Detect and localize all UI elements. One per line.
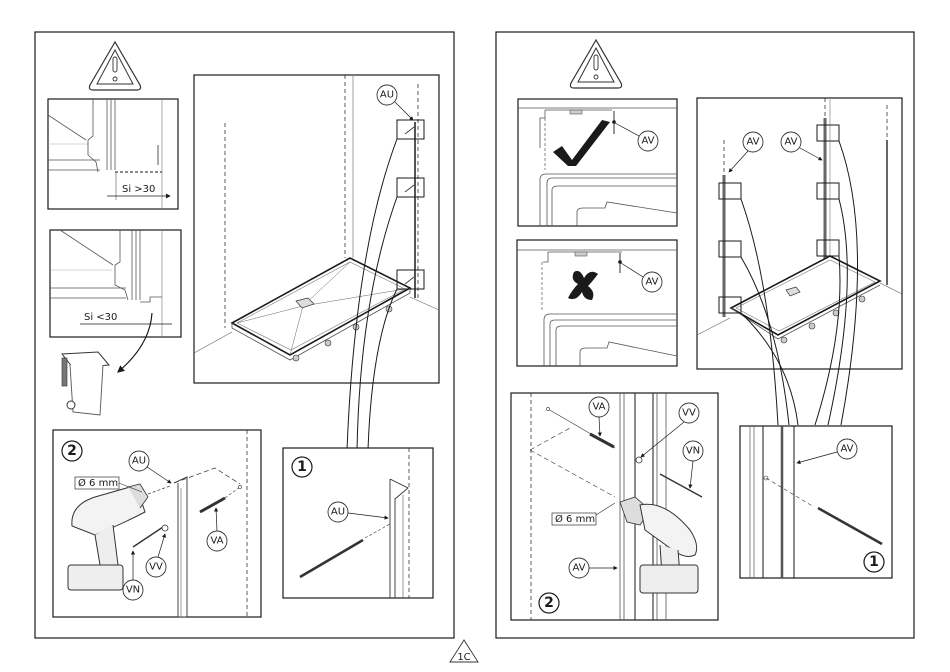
callout-av: AV [568,557,618,579]
callout-vn: VN [682,440,704,489]
svg-text:VN: VN [686,446,700,457]
callout-av: AV [796,438,858,465]
cross-icon [568,270,598,300]
callout-vn: VN [122,550,144,601]
wall-plug [589,432,615,449]
gap-dimension-label: Si <30 [84,312,117,323]
step-1-left: 1 AU [282,447,434,599]
detail-gap-over-30: Si >30 [47,98,179,210]
svg-text:AV: AV [645,277,658,288]
callout-vv: VV [145,533,167,578]
detail-correct-position: AV [517,98,678,227]
callout-au: AU [376,84,414,121]
svg-text:AV: AV [840,444,853,455]
washer [161,524,169,532]
svg-text:AU: AU [132,456,146,467]
callout-av: AV [614,122,659,152]
step-2-left: 2 Ø 6 mm AU [52,429,262,618]
callout-av: AV [780,131,823,161]
svg-text:1: 1 [297,459,307,475]
screw [659,473,703,498]
drill-size-label-box [551,512,597,526]
trash-bin-icon [61,351,111,416]
svg-text:2: 2 [544,595,554,611]
left-panel-border [34,31,455,639]
step-1-right: AV 1 [739,425,893,579]
checkmark-icon [553,120,610,166]
callout-au: AU [327,501,389,523]
step-number-badge [61,440,83,462]
svg-text:AV: AV [641,136,654,147]
callout-va: VA [206,507,228,552]
callout-vv: VV [640,402,700,458]
svg-text:VA: VA [210,536,223,547]
svg-text:AU: AU [331,507,345,518]
callout-va: VA [588,396,610,437]
callout-av: AV [728,131,764,173]
step-number-badge [538,592,560,614]
step-2-right: Ø 6 mm VA VV VN AV [510,392,719,621]
svg-text:VV: VV [682,408,696,419]
drill-icon [67,483,171,591]
svg-text:AV: AV [784,137,797,148]
svg-text:1: 1 [869,554,879,570]
pencil-icon [299,538,364,579]
page-label-badge: 1C [449,639,479,663]
svg-text:2: 2 [67,443,77,459]
left-panel: Si >30 Si <30 [34,31,455,639]
detail-wrong-position: AV [516,239,678,367]
page-label: 1C [457,652,470,663]
svg-text:AV: AV [572,563,585,574]
fixing-point-boxes [718,124,840,314]
svg-text:VN: VN [126,585,140,596]
svg-text:VV: VV [149,562,163,573]
washer [635,456,643,464]
warning-triangle-icon [88,40,142,91]
svg-text:AV: AV [746,137,759,148]
screw [132,526,164,548]
step-number-badge [291,456,313,478]
callout-av: AV [620,262,663,293]
shower-tray [230,257,412,362]
pencil-icon [817,506,883,546]
overview-profiles-diagram: AV AV [696,97,903,426]
gap-dimension-label: Si >30 [122,184,155,195]
right-panel: AV AV [495,31,915,639]
svg-text:VA: VA [592,402,605,413]
detail-gap-under-30: Si <30 [49,229,182,373]
svg-text:AU: AU [380,90,394,101]
overview-tray-diagram: AU [193,74,440,451]
warning-triangle-icon [569,38,623,89]
drill-size-label: Ø 6 mm [78,477,118,489]
drill-icon [619,496,699,594]
drill-size-label: Ø 6 mm [555,513,595,525]
wall-plug [199,496,226,514]
callout-au: AU [128,450,172,484]
step-number-badge [863,551,885,573]
right-panel-border [495,31,915,639]
